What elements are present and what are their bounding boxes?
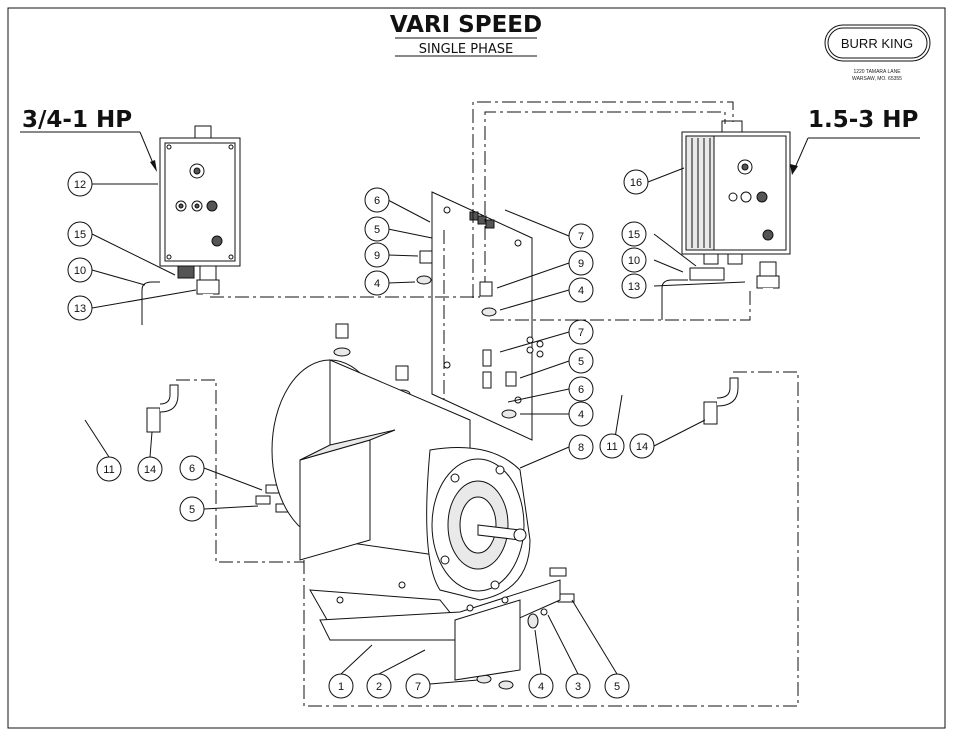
elbow-fitting-left xyxy=(159,384,179,413)
conduit-fitting-left xyxy=(146,407,161,433)
svg-text:15: 15 xyxy=(74,229,86,241)
callouts xyxy=(84,167,746,686)
balloon-7-mid: 7 xyxy=(568,319,594,345)
brand-logo: BURR KING 1220 TAMARA LANE WARSAW, MO. 6… xyxy=(824,24,931,82)
balloon-8: 8 xyxy=(568,434,594,460)
dashed-route-right-mid xyxy=(490,290,751,321)
balloon-6-left: 6 xyxy=(179,455,205,481)
control-box-small xyxy=(159,125,241,295)
balloon-4-bottom: 4 xyxy=(528,673,554,699)
balloon-11-left: 11 xyxy=(96,456,122,482)
sheet-border xyxy=(7,7,946,729)
balloon-10-left: 10 xyxy=(67,257,93,283)
balloon-10-right: 10 xyxy=(621,247,647,273)
svg-text:11: 11 xyxy=(606,441,617,453)
balloon-4-top: 4 xyxy=(364,270,390,296)
dashed-route-top-outer xyxy=(472,101,734,298)
svg-text:7: 7 xyxy=(578,327,584,339)
svg-text:5: 5 xyxy=(374,224,380,236)
svg-text:4: 4 xyxy=(538,681,544,693)
svg-text:8: 8 xyxy=(578,442,584,454)
balloon-5-left: 5 xyxy=(179,496,205,522)
motor xyxy=(271,359,561,681)
svg-text:10: 10 xyxy=(74,265,86,277)
svg-text:15: 15 xyxy=(628,229,640,241)
balloon-9-left: 9 xyxy=(364,242,390,268)
conduit-right-outer xyxy=(621,288,769,413)
fasteners xyxy=(255,250,575,690)
svg-text:7: 7 xyxy=(578,231,584,243)
svg-text:11: 11 xyxy=(103,464,114,476)
svg-text:5: 5 xyxy=(189,504,195,516)
svg-text:5: 5 xyxy=(578,356,584,368)
svg-text:4: 4 xyxy=(578,285,584,297)
conduit-left-inner xyxy=(59,294,213,423)
elbow-fitting-right xyxy=(716,377,739,407)
svg-text:4: 4 xyxy=(374,278,380,290)
balloon-7-bottom: 7 xyxy=(405,673,431,699)
svg-text:3: 3 xyxy=(575,681,581,693)
svg-text:2: 2 xyxy=(376,681,382,693)
mounting-bracket xyxy=(431,191,533,441)
svg-text:6: 6 xyxy=(189,463,195,475)
dashed-route-right-low xyxy=(303,371,799,707)
svg-text:4: 4 xyxy=(578,409,584,421)
balloon-11-right: 11 xyxy=(599,433,625,459)
label-left-hp: 3/4-1 HP xyxy=(22,107,132,133)
svg-text:10: 10 xyxy=(628,255,640,267)
balloon-15-right: 15 xyxy=(621,221,647,247)
right-hp-arrow xyxy=(790,164,798,175)
svg-text:5: 5 xyxy=(614,681,620,693)
balloon-12: 12 xyxy=(67,171,93,197)
balloon-4-mid: 4 xyxy=(568,277,594,303)
drawing-subtitle: SINGLE PHASE xyxy=(419,42,513,57)
balloon-7-top: 7 xyxy=(568,223,594,249)
drawing-title: VARI SPEED xyxy=(390,12,542,38)
balloon-4-low: 4 xyxy=(568,401,594,427)
balloon-13-left: 13 xyxy=(67,295,93,321)
balloon-2: 2 xyxy=(366,673,392,699)
brand-address-2: WARSAW, MO. 65355 xyxy=(852,76,902,82)
balloon-5-bottom: 5 xyxy=(604,673,630,699)
balloon-1: 1 xyxy=(328,673,354,699)
svg-text:1: 1 xyxy=(338,681,344,693)
strain-relief-left xyxy=(141,281,160,325)
brand-address-1: 1220 TAMARA LANE xyxy=(853,69,901,75)
balloon-5-top: 5 xyxy=(364,216,390,242)
label-right-hp: 1.5-3 HP xyxy=(808,107,918,133)
conduit-fitting-right xyxy=(703,401,718,425)
balloon-5-mid: 5 xyxy=(568,348,594,374)
balloon-16: 16 xyxy=(623,169,649,195)
svg-text:9: 9 xyxy=(578,258,584,270)
balloon-6-top: 6 xyxy=(364,187,390,213)
svg-text:13: 13 xyxy=(74,303,86,315)
balloon-14-right: 14 xyxy=(629,433,655,459)
balloon-14-left: 14 xyxy=(137,456,163,482)
balloon-3: 3 xyxy=(565,673,591,699)
svg-text:14: 14 xyxy=(636,441,648,453)
balloon-layer: 12 15 10 13 11 14 6 5 9 4 7 9 4 7 5 6 4 … xyxy=(67,169,655,699)
dashed-route-top-inner xyxy=(484,111,726,290)
balloon-6-mid: 6 xyxy=(568,376,594,402)
svg-text:6: 6 xyxy=(374,195,380,207)
strain-relief-right xyxy=(661,279,688,320)
control-box-large xyxy=(681,120,791,289)
svg-text:14: 14 xyxy=(144,464,156,476)
conduit-right-inner xyxy=(616,288,773,417)
svg-text:9: 9 xyxy=(374,250,380,262)
dashed-route-left-low xyxy=(176,379,304,563)
svg-text:13: 13 xyxy=(628,281,640,293)
right-hp-leader xyxy=(793,137,809,171)
brand-name: BURR KING xyxy=(841,36,913,51)
svg-text:6: 6 xyxy=(578,384,584,396)
svg-text:12: 12 xyxy=(74,179,86,191)
balloon-15-left: 15 xyxy=(67,221,93,247)
balloon-9-right: 9 xyxy=(568,250,594,276)
svg-text:7: 7 xyxy=(415,681,421,693)
svg-text:16: 16 xyxy=(630,177,642,189)
balloon-13-right: 13 xyxy=(621,273,647,299)
left-hp-arrow xyxy=(150,160,157,172)
